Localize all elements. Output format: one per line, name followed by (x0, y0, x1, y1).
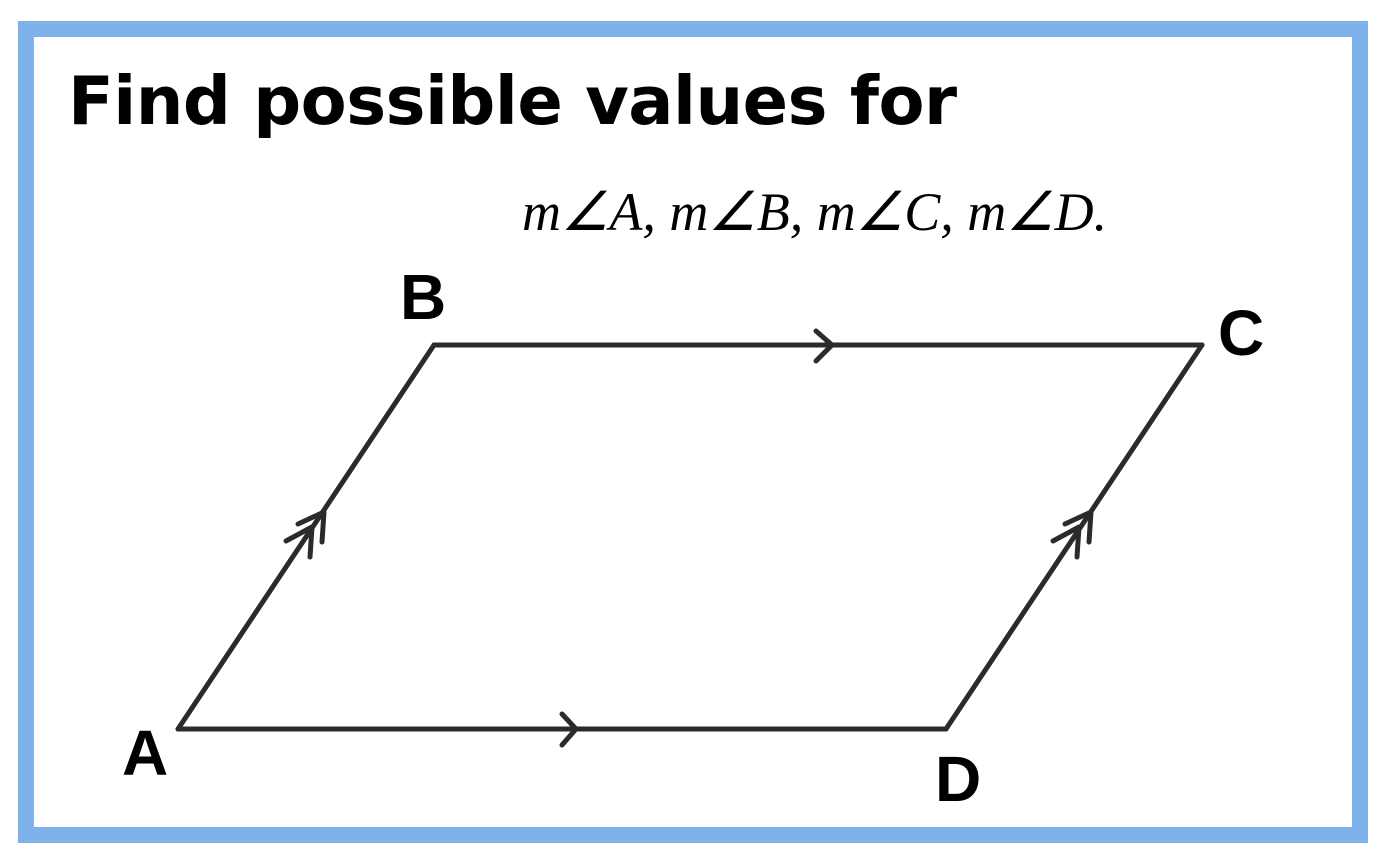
problem-heading: Find possible values for (68, 62, 957, 140)
side-ab (175, 342, 437, 732)
parallel-mark-ab (283, 509, 327, 560)
side-cd (943, 342, 1205, 732)
parallel-mark-dc (1050, 509, 1094, 560)
parallel-mark-bc (813, 328, 835, 364)
vertex-label-b: B (400, 261, 446, 333)
vertex-label-a: A (122, 717, 168, 789)
vertex-label-d: D (935, 743, 981, 815)
vertex-label-c: C (1218, 297, 1264, 369)
parallel-mark-ad (559, 711, 579, 748)
angle-expression: m∠A, m∠B, m∠C, m∠D. (522, 182, 1108, 242)
